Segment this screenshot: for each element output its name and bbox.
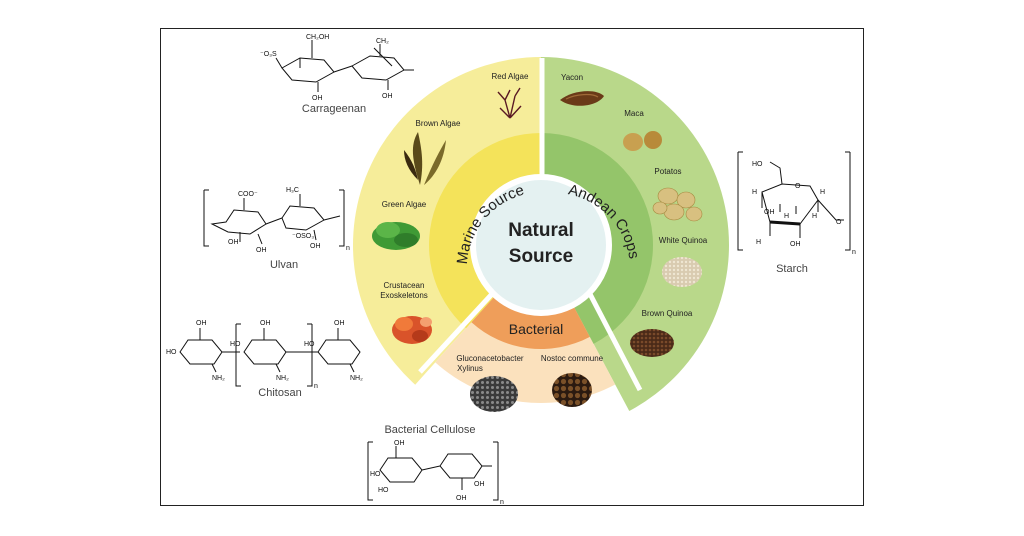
chitosan-structure (179, 323, 361, 387)
chitosan-nh2-2: NH₂ (276, 375, 289, 382)
ulvan-n: n (346, 245, 350, 252)
bacterial-cellulose-structure (367, 441, 499, 501)
carrageenan-ch2: CH₂ (376, 38, 389, 45)
starch-h2: H (820, 189, 825, 196)
bacterial-cellulose-image (470, 376, 518, 412)
yacon-image (560, 91, 604, 106)
potatos-image (652, 187, 703, 222)
ulvan-caption: Ulvan (270, 259, 298, 271)
divider-right (587, 292, 643, 392)
carrageenan-ch2oh: CH₂OH (306, 34, 329, 41)
starch-h5: H (812, 213, 817, 220)
bc-oh3: OH (474, 481, 485, 488)
white-quinoa-label: White Quinoa (659, 236, 708, 245)
andean-inner-band (541, 133, 654, 344)
ulvan-coo: COO⁻ (238, 191, 258, 198)
starch-o-ring: O (795, 183, 801, 190)
bc-oh1: OH (394, 440, 405, 447)
marine-inner-band (429, 133, 541, 329)
carrageenan-oh2: OH (382, 93, 393, 100)
xylinus-label: Xylinus (457, 364, 483, 373)
chitosan-oh2: OH (260, 320, 271, 327)
center-title-line1: Natural (508, 220, 573, 241)
starch-structure (737, 151, 851, 251)
ulvan-oh1: OH (228, 239, 239, 246)
starch-h1: H (752, 189, 757, 196)
red-algae-label: Red Algae (492, 72, 529, 81)
carrageenan-structure (275, 40, 414, 92)
yacon-label: Yacon (561, 73, 583, 82)
exoskeletons-label: Exoskeletons (380, 291, 428, 300)
starch-h3: H (784, 213, 789, 220)
bacterial-label: Bacterial (509, 321, 563, 337)
divider-left (418, 292, 494, 374)
chitosan-oh1: OH (196, 320, 207, 327)
chitosan-ho2: HO (230, 341, 241, 348)
chitosan-n: n (314, 383, 318, 390)
bc-oh2: OH (456, 495, 467, 502)
ulvan-ch3: H₃C (286, 187, 299, 194)
brown-algae-image (404, 132, 446, 185)
bc-ho2: HO (378, 487, 389, 494)
potatos-label: Potatos (654, 167, 681, 176)
bc-ho1: HO (370, 471, 381, 478)
center-title-line2: Source (509, 246, 573, 267)
nostoc-commune-image (552, 373, 592, 407)
ulvan-oh2: OH (256, 247, 267, 254)
bacterial-inner-band (471, 297, 590, 349)
carrageenan-oso3: ⁻O₃S (260, 51, 277, 58)
bc-n: n (500, 499, 504, 506)
brown-quinoa-label: Brown Quinoa (642, 309, 693, 318)
chitosan-ho3: HO (304, 341, 315, 348)
chitosan-nh2-3: NH₂ (350, 375, 363, 382)
green-algae-label: Green Algae (382, 200, 427, 209)
brown-algae-label: Brown Algae (416, 119, 461, 128)
chitosan-caption: Chitosan (258, 387, 301, 399)
starch-ho: HO (752, 161, 763, 168)
gluconacetobacter-label: Gluconacetobacter (456, 354, 523, 363)
chitosan-oh3: OH (334, 320, 345, 327)
starch-h4: H (756, 239, 761, 246)
starch-caption: Starch (776, 263, 808, 275)
red-algae-image (497, 87, 522, 119)
starch-oh1: OH (764, 209, 775, 216)
maca-image (623, 131, 662, 151)
chitosan-ho1: HO (166, 349, 177, 356)
crustacean-label: Crustacean (384, 281, 425, 290)
chitosan-nh2-1: NH₂ (212, 375, 225, 382)
brown-quinoa-image (630, 329, 674, 357)
starch-n: n (852, 249, 856, 256)
ulvan-oso3: ⁻OSO₃ (292, 233, 314, 240)
carrageenan-caption: Carrageenan (302, 103, 366, 115)
maca-label: Maca (624, 109, 644, 118)
starch-oh2: OH (790, 241, 801, 248)
nostoc-commune-label: Nostoc commune (541, 354, 604, 363)
ulvan-structure (203, 189, 345, 247)
ulvan-oh3: OH (310, 243, 321, 250)
green-algae-image (372, 222, 420, 250)
crustacean-image (392, 316, 432, 344)
starch-o-link: O (836, 219, 842, 226)
bacterial-cellulose-caption: Bacterial Cellulose (384, 424, 475, 436)
white-quinoa-image (662, 257, 702, 287)
carrageenan-oh1: OH (312, 95, 323, 102)
